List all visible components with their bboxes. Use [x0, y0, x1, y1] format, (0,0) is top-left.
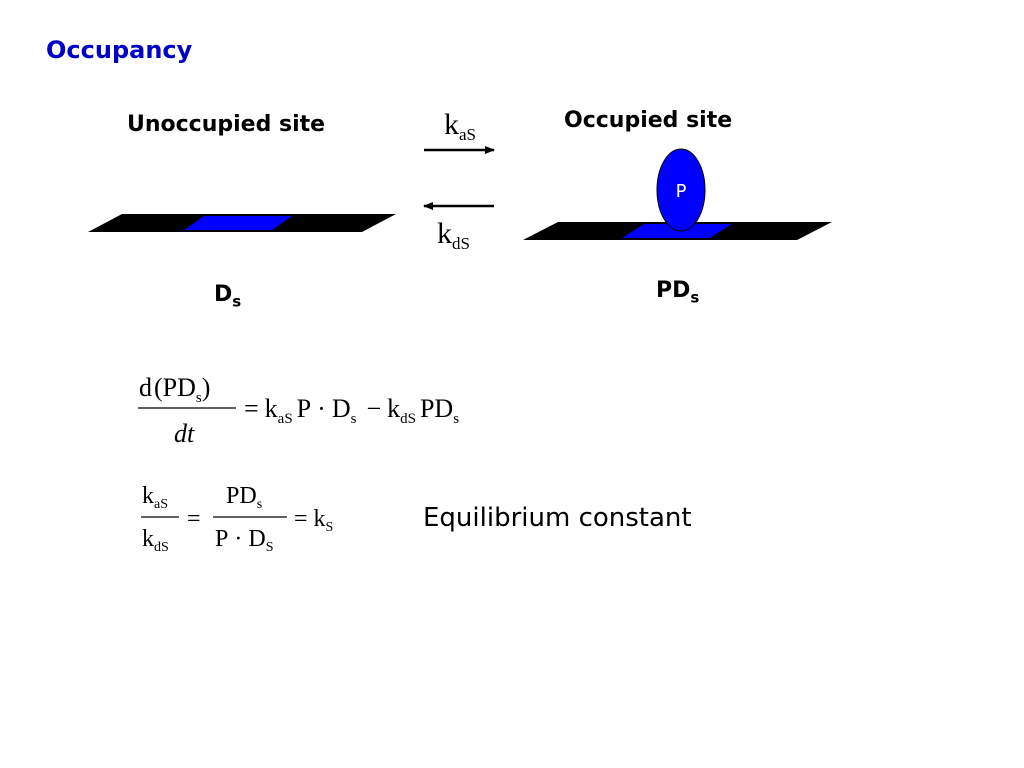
reverse-rate-sub: dS	[452, 234, 470, 253]
eq2-equals-2: =	[294, 506, 308, 532]
forward-rate-k: k	[444, 108, 459, 141]
eq2-knum-sub: aS	[154, 497, 168, 512]
eq1-num-d: d	[139, 373, 152, 402]
eq1-num-open: (	[154, 373, 163, 402]
eq1-dot: ·	[317, 394, 326, 423]
unoccupied-binding-site	[184, 216, 292, 230]
occupied-site-heading: Occupied site	[564, 108, 733, 133]
eq1-num-close: )	[202, 373, 211, 402]
eq1-p: P	[297, 394, 311, 423]
equilibrium-constant-label: Equilibrium constant	[423, 503, 692, 533]
ds-symbol-main: D	[214, 282, 233, 307]
eq2-ks: k	[314, 506, 326, 532]
eq1-pd: PD	[420, 394, 453, 423]
protein-blob	[656, 148, 706, 232]
eq1-k1: k	[265, 394, 278, 423]
eq1-num-s: s	[196, 390, 202, 406]
pds-symbol: PDs	[656, 278, 699, 306]
eq1-denominator: dt	[174, 419, 195, 448]
eq1-minus: −	[366, 394, 381, 423]
eq2-d: D	[248, 526, 265, 552]
eq1-equals: =	[244, 394, 259, 423]
eq1-d-sub: s	[351, 411, 357, 427]
eq2-equals-1: =	[187, 506, 201, 532]
eq1-k2: k	[387, 394, 400, 423]
ds-symbol: Ds	[214, 282, 241, 310]
eq2-pd-sub: s	[257, 497, 262, 512]
pds-symbol-main: PD	[656, 278, 691, 303]
eq2-den: P·DS	[215, 526, 274, 555]
eq2-ks-sub: S	[326, 520, 334, 535]
eq2-pd: PD	[226, 483, 257, 509]
eq1-num-pd: PD	[163, 373, 196, 402]
eq2-kden-sub: dS	[154, 540, 169, 555]
eq2-knum: kaS	[142, 483, 168, 512]
eq2-p: P	[215, 526, 228, 552]
eq2-dot: ·	[234, 526, 242, 552]
reverse-rate-k: k	[437, 217, 452, 250]
eq2-knum-k: k	[142, 483, 154, 509]
eq1-k2-sub: dS	[400, 411, 416, 427]
equilibrium-equation: kaS kdS = PDs P·DS =kS	[141, 483, 333, 555]
forward-rate: kaS	[444, 108, 476, 144]
eq1-k1-sub: aS	[278, 411, 293, 427]
eq1-pd-sub: s	[453, 411, 459, 427]
eq2-d-sub: S	[266, 540, 274, 555]
slide-title: Occupancy	[46, 36, 193, 64]
eq2-kden: kdS	[142, 526, 169, 555]
eq2-rhs: =kS	[294, 506, 333, 535]
forward-rate-sub: aS	[459, 125, 476, 144]
reverse-rate: kdS	[437, 217, 470, 253]
eq2-kden-k: k	[142, 526, 154, 552]
ds-symbol-sub: s	[232, 292, 242, 311]
unoccupied-site-heading: Unoccupied site	[127, 112, 326, 137]
eq1-d: D	[332, 394, 351, 423]
eq1-numerator: d(PDs)	[139, 373, 210, 406]
eq2-num: PDs	[226, 483, 262, 512]
protein-label: P	[676, 181, 687, 202]
pds-symbol-sub: s	[690, 288, 700, 307]
